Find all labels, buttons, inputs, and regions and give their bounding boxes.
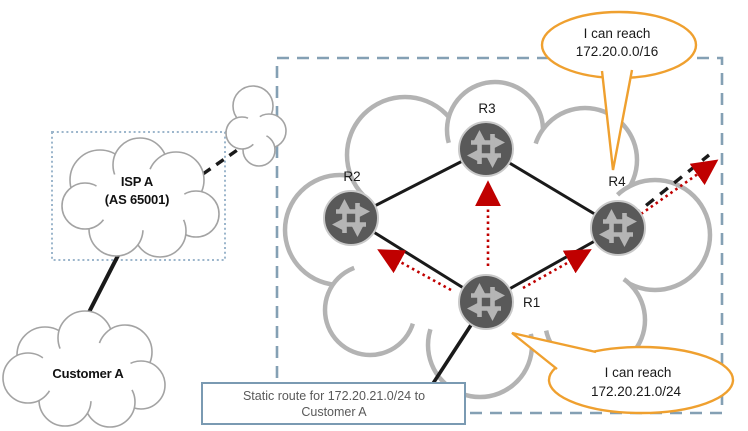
isp-cloud-label-line1: ISP A [121, 174, 154, 189]
callout-bottom-bubble [547, 345, 735, 415]
advert-r1-to-r2 [377, 249, 452, 292]
callout-bottom-line2: 172.20.21.0/24 [591, 384, 682, 399]
advert-r4-external [640, 159, 719, 216]
static-route-note-line1: Static route for 172.20.21.0/24 to [243, 389, 425, 403]
callout-bottom-tail [511, 331, 597, 370]
isp-boundary-box [51, 131, 226, 261]
route-advertisements [377, 159, 719, 292]
router-r4-label: R4 [608, 174, 626, 189]
as-boundary-box [275, 56, 724, 415]
callout-top-tail [600, 69, 634, 171]
router-r1-label: R1 [523, 295, 540, 310]
router-r2-label: R2 [343, 169, 360, 184]
router-r1 [459, 275, 513, 329]
isp-cloud [61, 137, 220, 258]
callout-bottom: I can reach 172.20.21.0/24 [511, 331, 735, 415]
isp-cloud-label-line2: (AS 65001) [105, 192, 169, 207]
static-route-note-box [201, 382, 466, 425]
peering-cloud [225, 85, 287, 167]
router-r3 [459, 122, 513, 176]
customer-cloud [2, 310, 166, 428]
router-r2 [324, 191, 378, 245]
static-route-note: Static route for 172.20.21.0/24 to Custo… [201, 382, 466, 425]
callout-top-line2: 172.20.0.0/16 [576, 44, 659, 59]
callout-bottom-line1: I can reach [605, 365, 672, 380]
callout-top: I can reach 172.20.0.0/16 [540, 10, 698, 171]
static-route-note-line2: Customer A [301, 405, 367, 419]
router-r3-label: R3 [478, 101, 495, 116]
customer-cloud-label: Customer A [52, 366, 124, 381]
router-r4 [591, 201, 645, 255]
callout-top-line1: I can reach [584, 26, 651, 41]
